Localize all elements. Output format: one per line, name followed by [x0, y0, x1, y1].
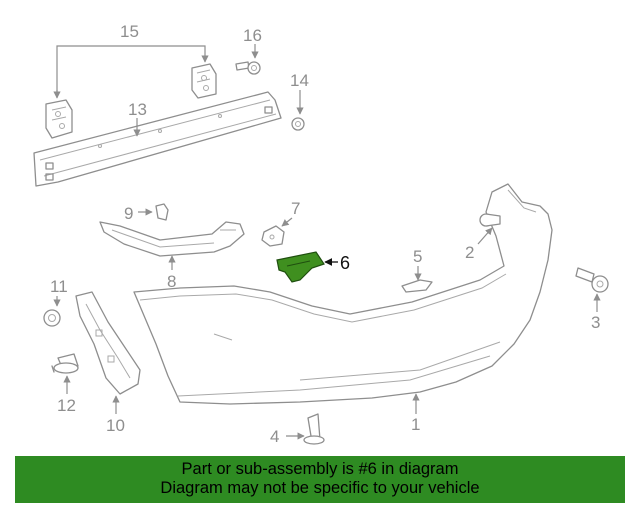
clip-9	[155, 203, 169, 221]
callout-14: 14	[290, 71, 309, 90]
bumper-cover-1	[133, 183, 553, 405]
highlighted-bracket-6	[276, 251, 325, 283]
side-bracket-10	[75, 291, 141, 395]
reinforcement-beam	[33, 91, 282, 187]
callout-7: 7	[291, 199, 300, 218]
callout-2: 2	[465, 243, 474, 262]
fastener-11	[43, 309, 61, 327]
banner-line-part: Part or sub-assembly is #6 in diagram	[181, 460, 459, 478]
clip-7	[261, 225, 285, 247]
absorber-bracket-left	[45, 99, 73, 139]
callout-9: 9	[124, 204, 133, 223]
callout-5: 5	[413, 247, 422, 266]
info-banner: Part or sub-assembly is #6 in diagram Di…	[15, 456, 625, 503]
callout-3: 3	[591, 313, 600, 332]
bolt-3	[575, 267, 609, 293]
callout-10: 10	[106, 416, 125, 435]
callout-6: 6	[340, 253, 350, 273]
callout-11: 11	[50, 277, 68, 296]
banner-line-disclaimer: Diagram may not be specific to your vehi…	[160, 479, 480, 497]
clip-4	[303, 413, 325, 445]
callout-12: 12	[57, 396, 76, 415]
callout-16: 16	[243, 26, 262, 45]
bolt-2	[479, 213, 501, 227]
reflector-5	[401, 279, 433, 293]
bolt-16	[235, 61, 261, 75]
callout-1: 1	[411, 415, 420, 434]
leader-15	[56, 45, 206, 96]
callout-15: 15	[120, 22, 139, 41]
side-retainer-8	[99, 221, 245, 257]
nut-14	[291, 117, 305, 131]
absorber-bracket-right	[191, 63, 217, 99]
push-clip-12	[51, 353, 79, 374]
callout-13: 13	[128, 100, 147, 119]
callout-4: 4	[270, 427, 279, 446]
parts-diagram: 15 16 14 13 9 7 6 5 2 8 11 3 12 1 10 4	[33, 22, 609, 446]
callout-8: 8	[167, 272, 176, 291]
